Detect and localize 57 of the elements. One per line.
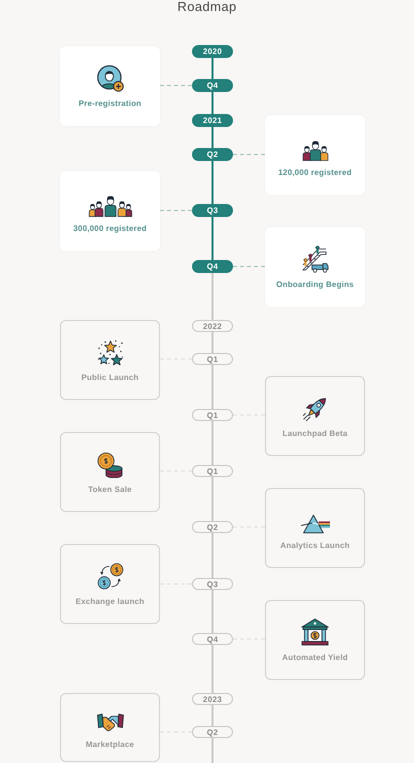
timeline-line (212, 273, 214, 320)
quarter-tag: Q4 (192, 260, 233, 273)
milestone-label: Exchange launch (76, 596, 144, 606)
dashed-connector (232, 266, 266, 267)
timeline-line (212, 590, 214, 633)
timeline-line (212, 533, 214, 578)
quarter-tag: Q2 (192, 521, 233, 533)
dashed-connector (160, 210, 192, 211)
quarter-tag: Q1 (192, 353, 233, 365)
milestone-label: Token Sale (88, 484, 132, 494)
milestone-label: Public Launch (81, 372, 139, 382)
quarter-tag: Q2 (192, 726, 233, 738)
milestone-card (265, 227, 365, 307)
quarter-tag: Q3 (192, 578, 233, 590)
timeline-line (212, 365, 214, 409)
year-tag: 2020 (192, 45, 233, 58)
milestone-card (265, 488, 365, 568)
timeline-line (212, 161, 214, 204)
milestone-card (265, 376, 365, 456)
quarter-tag: Q4 (192, 79, 233, 92)
year-tag: 2023 (192, 693, 233, 705)
milestone-label: 120,000 registered (278, 168, 352, 178)
milestone-label: Automated Yield (282, 652, 348, 662)
timeline-line (212, 705, 214, 726)
year-tag: 2021 (192, 114, 233, 127)
timeline-line (212, 92, 214, 114)
milestone-label: 300,000 registered (73, 224, 147, 234)
timeline-line (212, 332, 214, 353)
milestone-label: Analytics Launch (280, 540, 350, 550)
quarter-tag: Q2 (192, 148, 233, 161)
dashed-connector (160, 85, 192, 86)
quarter-tag: Q1 (192, 465, 233, 477)
milestone-card (60, 544, 160, 624)
page-title: Roadmap (177, 0, 237, 14)
milestone-card (60, 320, 160, 400)
milestone-label: Launchpad Beta (282, 428, 348, 438)
quarter-tag: Q3 (192, 204, 233, 217)
milestone-label: Pre-registration (78, 98, 142, 108)
timeline-line (212, 421, 214, 465)
timeline-line (212, 738, 214, 763)
milestone-card (60, 46, 160, 126)
timeline-line (212, 645, 214, 693)
timeline-line (212, 58, 214, 79)
milestone-card (60, 693, 160, 762)
milestone-card (265, 115, 365, 195)
timeline-line (212, 127, 214, 148)
milestone-label: Onboarding Begins (276, 280, 354, 290)
milestone-label: Marketplace (86, 740, 134, 750)
milestone-card (60, 432, 160, 512)
milestone-card (265, 600, 365, 680)
quarter-tag: Q4 (192, 633, 233, 645)
milestone-card (60, 171, 160, 251)
quarter-tag: Q1 (192, 409, 233, 421)
timeline-line (212, 477, 214, 521)
timeline-line (212, 217, 214, 260)
year-tag: 2022 (192, 320, 233, 332)
dashed-connector (232, 154, 266, 155)
